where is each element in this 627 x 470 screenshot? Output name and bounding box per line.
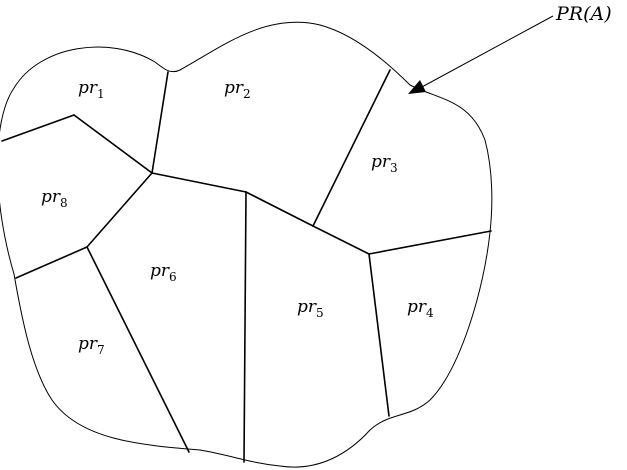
region-label-pr6: pr6 [150,261,177,284]
divider-pr3-pr5 [312,225,370,255]
divider-pr2-pr3 [312,69,391,227]
region-label-pr7: pr7 [78,334,105,357]
divider-pr1-pr2 [151,71,169,174]
region-label-pr5: pr5 [297,297,324,320]
pointer-arrow [408,15,554,94]
region-label-pr2: pr2 [224,78,251,101]
divider-pr8-pr7 [15,246,88,279]
divider-pr3-pr4 [368,230,492,255]
divider-pr7-pr6 [86,246,190,453]
region-label-pr3: pr3 [371,152,398,175]
divider-pr8-pr6 [86,172,153,248]
partition-lines [1,69,492,463]
divider-pr5-pr4 [368,253,390,417]
region-label-pr8: pr8 [41,187,68,210]
divider-pr2-pr5 [245,191,314,227]
divider-left-top [1,114,75,142]
arrow-shaft [419,15,554,89]
divider-pr1-pr8 [73,114,153,174]
outer-label: PR(A) [555,3,612,25]
arrow-head-icon [408,80,426,94]
region-label-pr4: pr4 [407,297,434,320]
region-label-pr1: pr1 [78,78,105,101]
divider-pr6-pr5 [243,191,247,463]
divider-pr2-pr6 [151,172,247,193]
outer-boundary [0,21,493,468]
